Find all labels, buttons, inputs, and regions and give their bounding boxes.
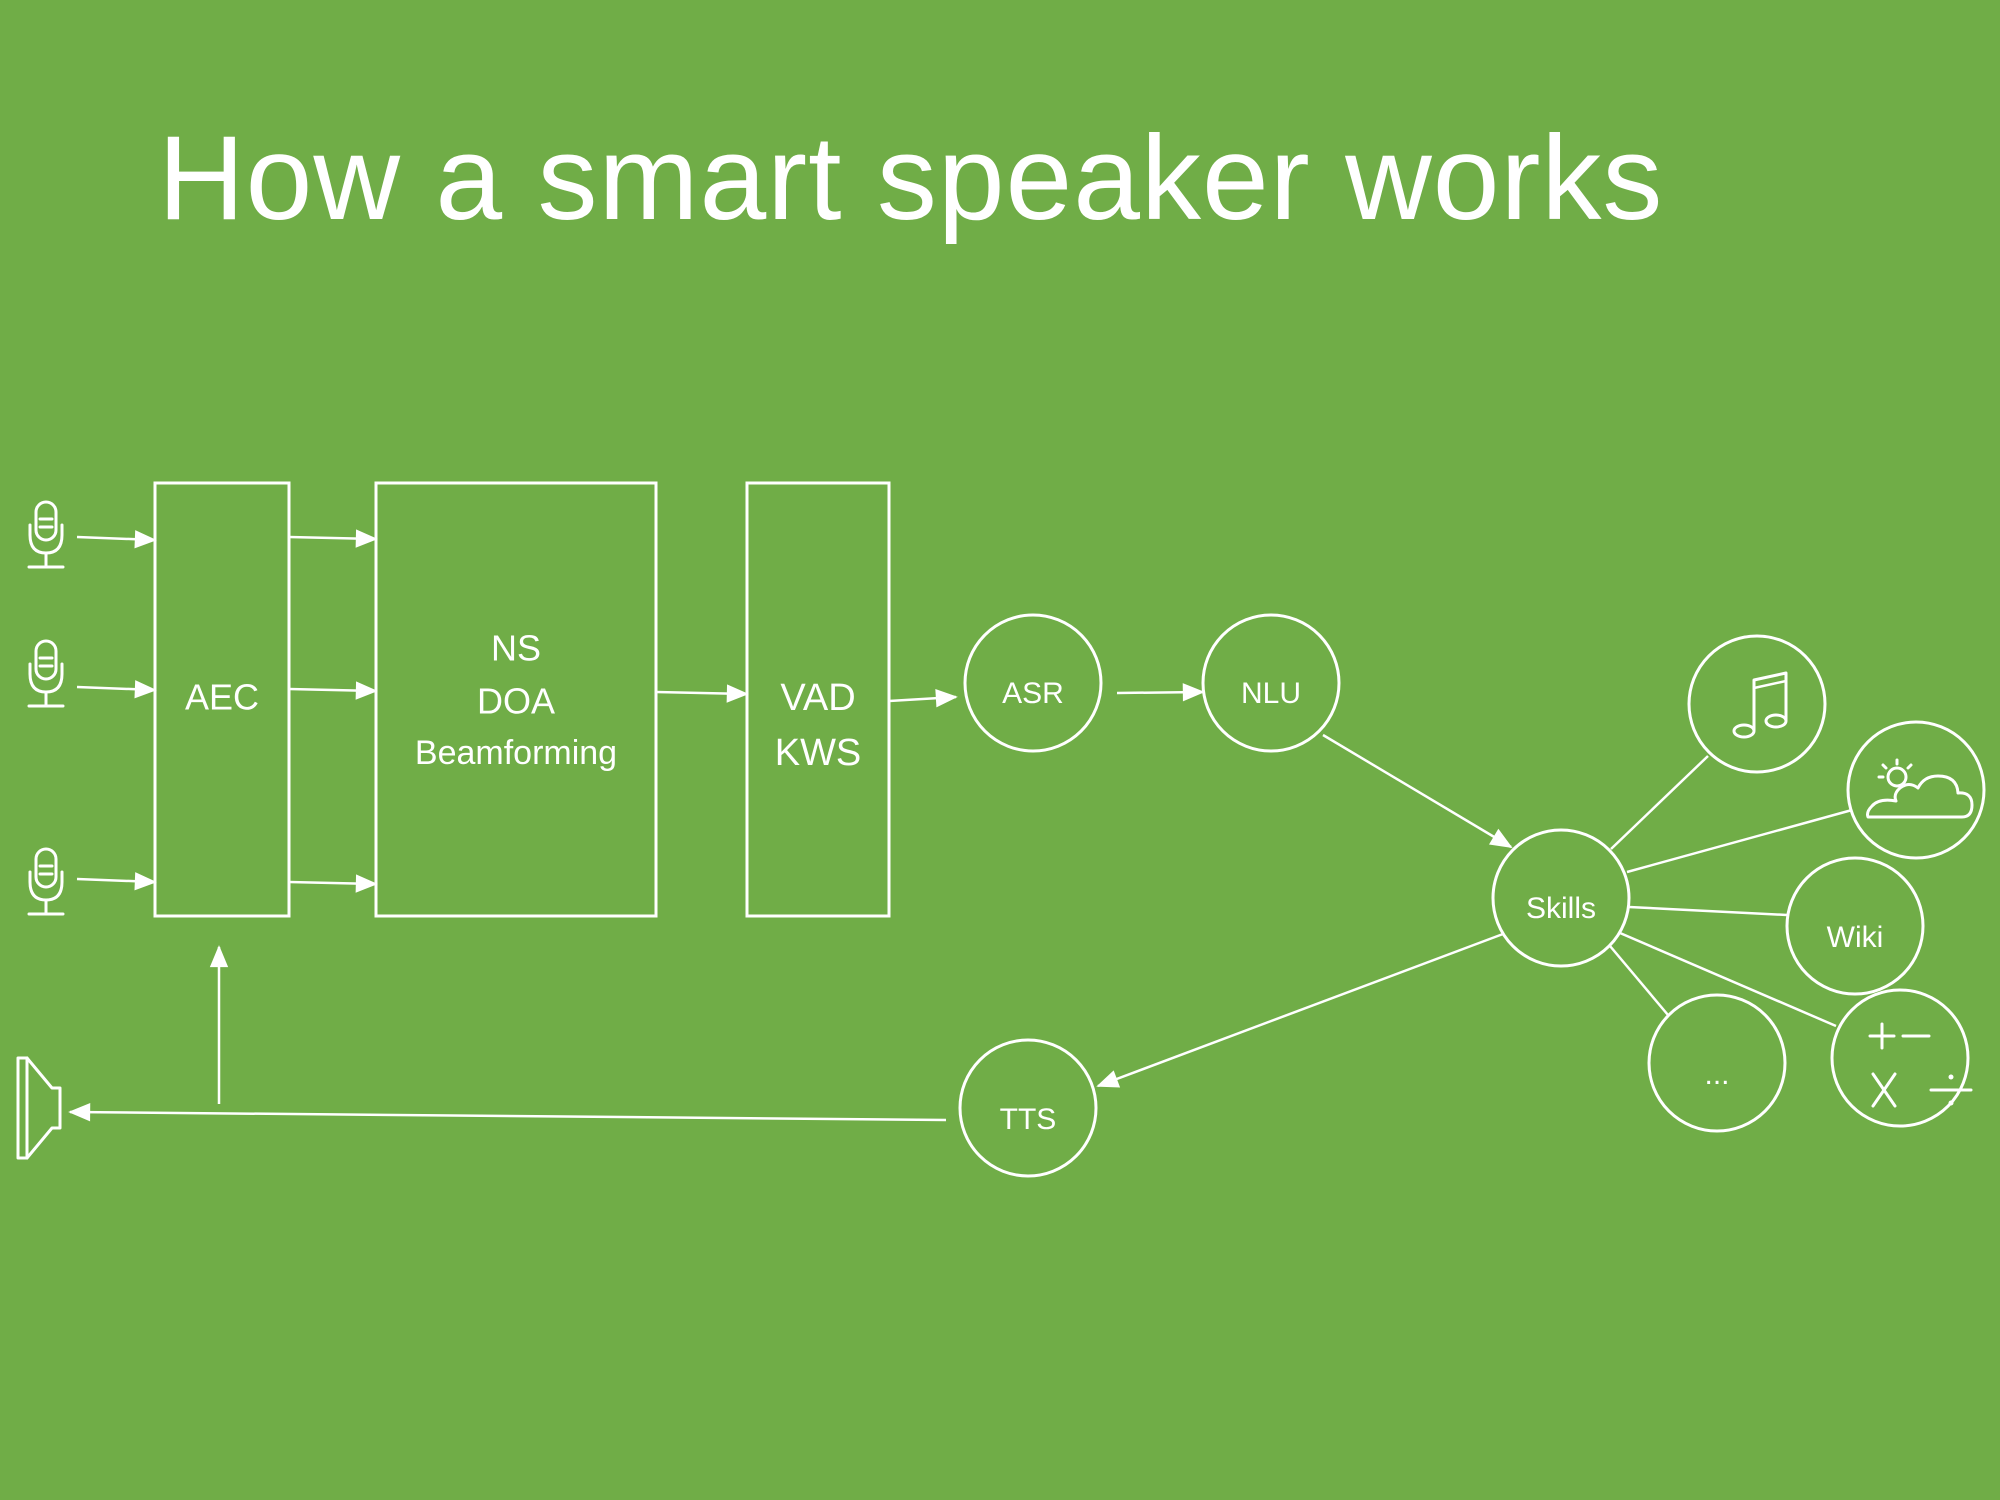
skills-node: Skills xyxy=(1491,828,1631,968)
mic3-to-aec-arrow xyxy=(76,872,157,891)
speaker-icon xyxy=(16,1056,62,1160)
nlu-to-skills-arrow xyxy=(1322,733,1513,849)
aec-to-ns-arrow-3 xyxy=(288,874,378,893)
aec-to-ns-arrow-1 xyxy=(288,529,378,548)
microphone-icon xyxy=(27,500,65,569)
skills-to-wiki-link xyxy=(1628,905,1788,917)
microphone-icon xyxy=(27,847,65,916)
kws-label: KWS xyxy=(775,732,862,774)
ns-label: NS xyxy=(491,628,541,669)
aec-to-ns-arrow-2 xyxy=(288,681,378,700)
nlu-node: NLU xyxy=(1201,613,1341,753)
skills-to-weather-link xyxy=(1626,808,1853,874)
wiki-label: Wiki xyxy=(1827,921,1884,954)
beamforming-label: Beamforming xyxy=(415,734,617,772)
asr-label: ASR xyxy=(1002,677,1064,710)
nlu-label: NLU xyxy=(1241,677,1301,710)
weather-icon xyxy=(1866,758,1974,819)
asr-to-nlu-arrow xyxy=(1116,683,1205,702)
more-skills-node: ... xyxy=(1647,993,1787,1133)
ns-doa-beamforming-block: NS DOA Beamforming xyxy=(374,481,658,918)
aec-block: AEC xyxy=(153,481,291,918)
tts-to-speaker-arrow xyxy=(68,1103,947,1122)
skills-to-more-link xyxy=(1609,945,1669,1016)
vad-to-asr-arrow xyxy=(888,689,958,708)
skills-to-tts-arrow xyxy=(1096,932,1504,1088)
doa-label: DOA xyxy=(477,681,555,722)
tts-node: TTS xyxy=(958,1038,1098,1178)
wiki-skill-node: Wiki xyxy=(1785,856,1925,996)
microphone-icon xyxy=(27,639,65,708)
skills-label: Skills xyxy=(1526,892,1596,925)
skills-to-calculator-link xyxy=(1619,931,1837,1028)
more-label: ... xyxy=(1704,1058,1729,1091)
aec-label: AEC xyxy=(185,677,259,718)
vad-label: VAD xyxy=(780,677,855,719)
music-note-icon xyxy=(1732,671,1788,739)
page-title: How a smart speaker works xyxy=(158,111,1664,245)
vad-kws-block: VAD KWS xyxy=(745,481,891,918)
asr-node: ASR xyxy=(963,613,1103,753)
ns-to-vad-arrow xyxy=(655,684,749,703)
music-skill-node xyxy=(1687,634,1827,774)
weather-skill-node xyxy=(1846,720,1986,860)
calculator-icon xyxy=(1868,1022,1973,1108)
skills-to-music-link xyxy=(1610,755,1709,850)
mic2-to-aec-arrow xyxy=(76,680,157,699)
calculator-skill-node xyxy=(1830,988,1973,1128)
mic1-to-aec-arrow xyxy=(76,530,157,549)
tts-label: TTS xyxy=(1000,1103,1057,1136)
